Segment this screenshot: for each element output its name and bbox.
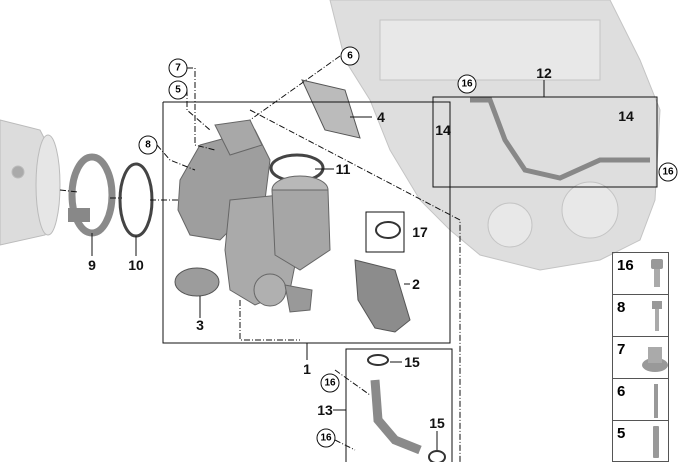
legend-cell-5: 5 [612,420,669,462]
engine-block [329,0,661,271]
group-box-12 [432,96,658,188]
catalytic-converter [0,119,61,246]
callout-7: 7 [168,58,188,78]
seal-ring [367,354,389,366]
callout-15: 15 [404,354,420,370]
callout-16: 16 [320,373,340,393]
callout-16: 16 [457,74,477,94]
group-box-1 [162,101,451,344]
callout-10: 10 [128,257,144,273]
stud-bolt-icon [654,384,658,418]
cap-screw-icon [651,259,663,287]
callout-2: 2 [412,276,420,292]
oil-pipe [470,97,650,181]
callout-3: 3 [196,317,204,333]
flange-nut-icon [642,347,668,372]
dashed-assembly-lines [59,55,461,462]
return-hose [370,379,422,455]
seal-ring [428,450,446,462]
legend-cell-6: 6 [612,378,669,420]
callout-4: 4 [377,109,385,125]
callout-15: 15 [429,415,445,431]
legend-cell-8: 8 [612,294,669,336]
callout-13: 13 [317,402,333,418]
legend-number: 16 [617,257,634,274]
callout-5: 5 [168,80,188,100]
callout-9: 9 [88,257,96,273]
group-box-17 [365,211,405,253]
callout-8: 8 [138,135,158,155]
clamp-lock [68,208,90,222]
callout-1: 1 [303,361,311,377]
manifold-gasket [301,79,361,139]
ring-set [375,221,401,239]
flange-bolt-icon [652,301,662,331]
legend-number: 8 [617,299,626,316]
callout-16: 16 [316,428,336,448]
callout-12: 12 [536,65,552,81]
legend-number: 5 [617,425,626,442]
callout-16: 16 [658,162,678,182]
sensor [174,267,220,297]
legend-cell-7: 7 [612,336,669,378]
legend-cell-16: 16 [612,252,669,294]
callout-11: 11 [335,161,351,177]
turbocharger [177,119,331,313]
callout-14: 14 [435,122,451,138]
legend-number: 7 [617,341,626,358]
callout-6: 6 [340,46,360,66]
dowel-pin-icon [653,426,659,458]
legend-number: 6 [617,383,626,400]
gasket-ring [118,162,154,238]
callout-17: 17 [412,224,428,240]
group-box-13 [345,348,453,462]
actuator [354,259,411,333]
leader-lines [91,80,658,462]
callout-14: 14 [618,108,634,124]
